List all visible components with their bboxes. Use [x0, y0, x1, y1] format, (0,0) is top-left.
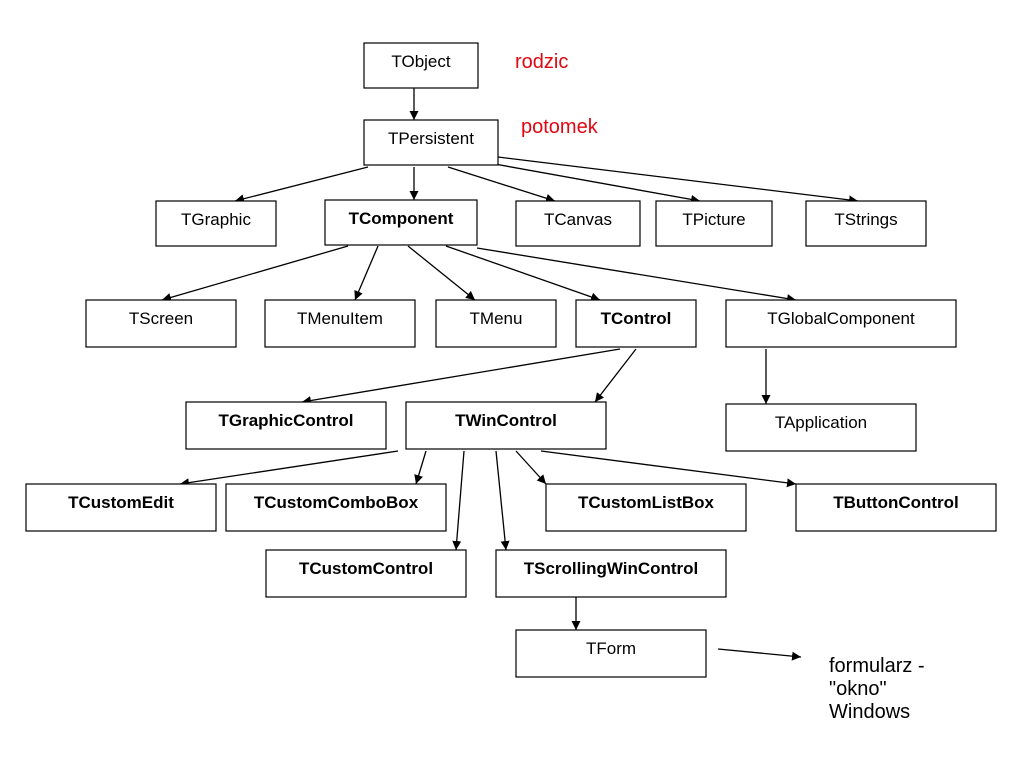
- node-label: TCustomComboBox: [254, 493, 419, 512]
- node-box: [545, 483, 747, 532]
- node-box: [725, 299, 957, 348]
- node-label: TApplication: [775, 413, 867, 432]
- edge-tpersistent-to-tcanvas: [447, 166, 556, 203]
- node-label: TForm: [586, 639, 636, 658]
- node-label: TButtonControl: [833, 493, 959, 512]
- node-twincontrol: TWinControl: [405, 401, 607, 450]
- edge-tcomponent-to-tcontrol: [445, 245, 601, 302]
- parent-annotation: rodzic: [515, 51, 568, 73]
- edge-tcomponent-to-tscreen: [161, 245, 349, 302]
- node-box: [575, 299, 697, 348]
- node-tcustomcombobox: TCustomComboBox: [225, 483, 447, 532]
- edge-twincontrol-to-tcustomcontrol: [452, 450, 465, 551]
- node-tmenuitem: TMenuItem: [264, 299, 416, 348]
- annotations: rodzic potomek formularz - "okno" Window…: [515, 51, 925, 723]
- edge-tpersistent-to-tstrings: [497, 156, 859, 205]
- node-box: [725, 403, 917, 452]
- node-label: TStrings: [834, 210, 897, 229]
- node-label: TControl: [601, 309, 672, 328]
- node-label: TGraphicControl: [218, 411, 353, 430]
- node-box: [264, 299, 416, 348]
- node-box: [515, 629, 707, 678]
- node-label: TPicture: [682, 210, 745, 229]
- node-label: TCustomControl: [299, 559, 433, 578]
- form-note-line-1: formularz -: [829, 655, 925, 677]
- edge-tpersistent-to-tpicture: [477, 160, 701, 204]
- form-note-line-3: Windows: [829, 701, 910, 723]
- node-box: [85, 299, 237, 348]
- node-tcontrol: TControl: [575, 299, 697, 348]
- node-label: TScreen: [129, 309, 193, 328]
- node-tscreen: TScreen: [85, 299, 237, 348]
- node-label: TCustomEdit: [68, 493, 174, 512]
- node-label: TMenu: [470, 309, 523, 328]
- child-annotation: potomek: [521, 116, 599, 138]
- node-box: [405, 401, 607, 450]
- node-tcustomlistbox: TCustomListBox: [545, 483, 747, 532]
- node-tgraphic: TGraphic: [155, 200, 277, 247]
- node-tapplication: TApplication: [725, 403, 917, 452]
- node-tstrings: TStrings: [805, 200, 927, 247]
- node-box: [225, 483, 447, 532]
- node-label: TPersistent: [388, 129, 474, 148]
- node-tobject: TObject: [363, 42, 479, 89]
- node-tglobalcomponent: TGlobalComponent: [725, 299, 957, 348]
- node-box: [25, 483, 217, 532]
- node-tcomponent: TComponent: [324, 199, 478, 246]
- node-tcustomcontrol: TCustomControl: [265, 549, 467, 598]
- node-label: TCanvas: [544, 210, 612, 229]
- node-box: [435, 299, 557, 348]
- node-label: TMenuItem: [297, 309, 383, 328]
- edge-twincontrol-to-tbuttoncontrol: [540, 450, 797, 488]
- node-box: [515, 200, 641, 247]
- edge-tcontrol-to-twincontrol: [594, 348, 637, 403]
- edge-tpersistent-to-tgraphic: [234, 166, 369, 204]
- node-tscrollingwincontrol: TScrollingWinControl: [495, 549, 727, 598]
- node-tgraphiccontrol: TGraphicControl: [185, 401, 387, 450]
- node-box: [795, 483, 997, 532]
- node-tpicture: TPicture: [655, 200, 773, 247]
- node-label: TObject: [391, 52, 450, 71]
- node-label: TScrollingWinControl: [524, 559, 699, 578]
- node-label: TCustomListBox: [578, 493, 715, 512]
- node-box: [655, 200, 773, 247]
- edge-tcontrol-to-tgraphiccontrol: [301, 348, 621, 405]
- node-box: [185, 401, 387, 450]
- form-note-line-2: "okno": [829, 678, 887, 700]
- node-box: [324, 199, 478, 246]
- edge-tcomponent-to-tmenu: [407, 245, 476, 301]
- node-box: [265, 549, 467, 598]
- edge-tcomponent-to-tglobalcomponent: [476, 247, 797, 303]
- inheritance-edges: [161, 88, 859, 630]
- node-box: [363, 42, 479, 89]
- edge-twincontrol-to-tcustomcombobox: [414, 450, 427, 485]
- edge-twincontrol-to-tcustomedit: [179, 450, 399, 488]
- node-tmenu: TMenu: [435, 299, 557, 348]
- form-note-arrow: [717, 648, 802, 661]
- node-tbuttoncontrol: TButtonControl: [795, 483, 997, 532]
- node-tcustomedit: TCustomEdit: [25, 483, 217, 532]
- edge-tcomponent-to-tmenuitem: [354, 245, 379, 301]
- node-tcanvas: TCanvas: [515, 200, 641, 247]
- node-box: [155, 200, 277, 247]
- node-box: [495, 549, 727, 598]
- edge-twincontrol-to-tscrollingwincontrol: [495, 450, 510, 551]
- edge-twincontrol-to-tcustomlistbox: [515, 450, 547, 485]
- node-box: [805, 200, 927, 247]
- node-tpersistent: TPersistent: [363, 119, 499, 166]
- node-tform: TForm: [515, 629, 707, 678]
- node-label: TGraphic: [181, 210, 251, 229]
- node-label: TWinControl: [455, 411, 557, 430]
- node-label: TComponent: [349, 209, 454, 228]
- node-box: [363, 119, 499, 166]
- node-label: TGlobalComponent: [767, 309, 915, 328]
